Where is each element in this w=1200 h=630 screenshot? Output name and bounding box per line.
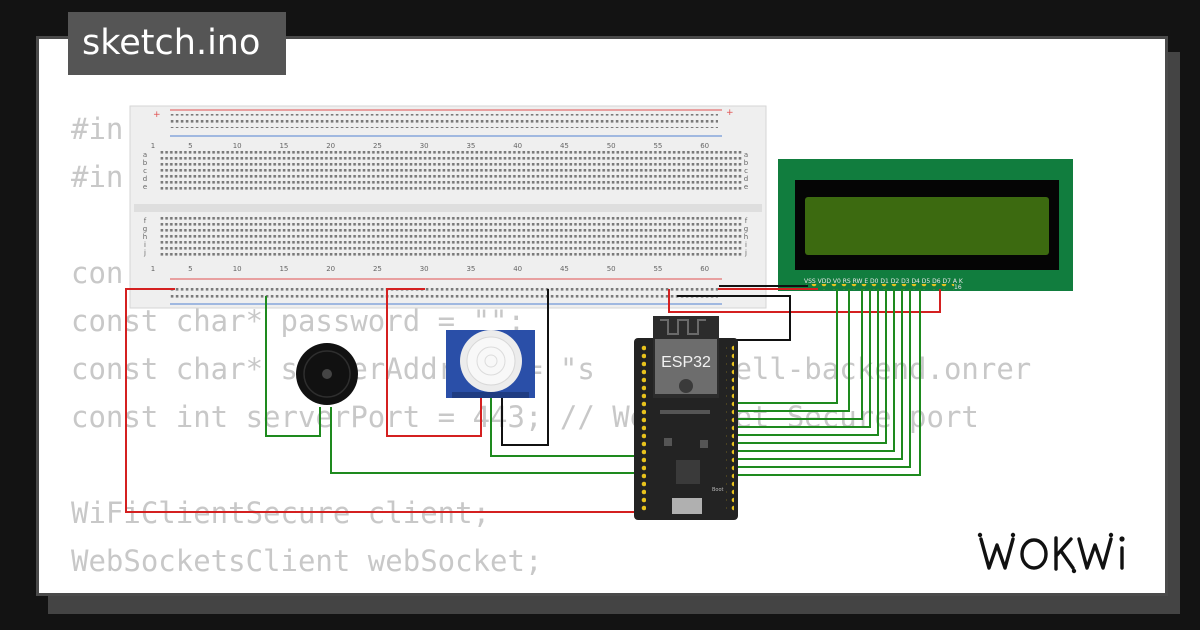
lcd-pin-number: 16	[954, 284, 962, 291]
espressif-logo-icon	[679, 379, 693, 393]
wire-green-lcd-d6	[734, 289, 911, 468]
breadboard-column-number: 25	[373, 142, 382, 150]
wire-green-lcd-e	[734, 289, 850, 412]
wire-green-lcd-d2	[734, 289, 879, 436]
breadboard-column-number: 10	[233, 265, 242, 273]
breadboard-column-number: 60	[700, 142, 709, 150]
breadboard-column-number: 15	[279, 142, 288, 150]
breadboard-row-letter: c	[143, 167, 147, 175]
breadboard-row-letter: a	[143, 151, 147, 159]
svg-text:+: +	[726, 108, 734, 118]
breadboard-row-letter: i	[745, 241, 747, 249]
esp32-label: ESP32	[661, 354, 711, 371]
breadboard-column-number: 10	[233, 142, 242, 150]
wire-black-pir-gnd	[501, 289, 549, 446]
breadboard-row-letter: j	[744, 249, 747, 257]
pir-motion-sensor	[446, 330, 535, 398]
wire-green-lcd-rs	[734, 289, 838, 404]
breadboard-column-number: 50	[607, 142, 616, 150]
lcd-display: VSS VDD V0 RS RW E D0 D1 D2 D3 D4 D5 D6 …	[778, 159, 1073, 291]
breadboard-row-letter: e	[744, 183, 748, 191]
wire-green-lcd-d0	[734, 289, 863, 420]
breadboard-column-number: 35	[466, 265, 475, 273]
buzzer	[296, 343, 358, 405]
breadboard-column-number: 55	[653, 265, 662, 273]
breadboard-row-letter: c	[744, 167, 748, 175]
sketch-title: sketch.ino	[68, 12, 286, 75]
breadboard-row-letter: j	[143, 249, 146, 257]
breadboard-row-letter: d	[744, 175, 748, 183]
wire-green-lcd-d3	[734, 289, 887, 444]
lcd-pin-labels: VSS VDD V0 RS RW E D0 D1 D2 D3 D4 D5 D6 …	[804, 278, 964, 285]
breadboard-column-number: 5	[188, 265, 192, 273]
wire-red-pir	[386, 288, 482, 437]
wire-green-buzzer-gpio	[330, 407, 641, 474]
code-line: WebSocketsClient webSocket;	[71, 544, 543, 578]
breadboard-row-letter: h	[143, 233, 147, 241]
code-line: #in	[71, 112, 124, 146]
wire-red-rail	[125, 288, 641, 513]
wires	[125, 285, 941, 513]
breadboard-column-number: 5	[188, 142, 192, 150]
esp32-boot-label: Boot	[712, 487, 724, 493]
wire-green-lcd-d4	[734, 289, 895, 452]
wire-black-lcd-gnd	[677, 295, 791, 341]
breadboard-column-number: 50	[607, 265, 616, 273]
breadboard-row-letter: a	[744, 151, 748, 159]
breadboard-column-number: 30	[420, 265, 429, 273]
wire-red-lcd-a	[668, 289, 941, 313]
breadboard-column-number: 1	[151, 265, 155, 273]
wire-green-lcd-d1	[734, 289, 871, 428]
breadboard-row-letter: g	[744, 225, 748, 233]
breadboard-column-number: 30	[420, 142, 429, 150]
wire-green-lcd-d5	[734, 289, 903, 460]
code-line: con	[71, 256, 124, 290]
breadboard-column-number: 45	[560, 265, 569, 273]
breadboard-column-number: 20	[326, 265, 335, 273]
svg-text:+: +	[153, 110, 161, 120]
breadboard-column-number: 25	[373, 265, 382, 273]
breadboard-column-number: 35	[466, 142, 475, 150]
breadboard-column-number: 40	[513, 265, 522, 273]
breadboard-row-letter: b	[143, 159, 148, 167]
wire-green-lcd-d7	[734, 289, 921, 476]
breadboard-row-letter: e	[143, 183, 147, 191]
wokwi-logo	[977, 532, 1125, 574]
breadboard-row-letter: f	[745, 217, 748, 225]
breadboard-column-number: 60	[700, 265, 709, 273]
breadboard-column-number: 40	[513, 142, 522, 150]
esp32-board: ESP32 Boot	[634, 316, 738, 520]
breadboard-row-letter: d	[143, 175, 147, 183]
breadboard-row-letter: h	[744, 233, 748, 241]
wire-green-buzzer	[265, 296, 321, 437]
breadboard-row-letter: i	[144, 241, 146, 249]
code-line: #in	[71, 160, 124, 194]
breadboard-row-letter: f	[144, 217, 147, 225]
breadboard-column-number: 55	[653, 142, 662, 150]
wire-green-pir-out	[490, 397, 641, 457]
breadboard-column-number: 15	[279, 265, 288, 273]
breadboard-row-letter: b	[744, 159, 749, 167]
breadboard-row-letter: g	[143, 225, 147, 233]
breadboard-column-number: 1	[151, 142, 155, 150]
breadboard-column-number: 20	[326, 142, 335, 150]
breadboard-column-number: 45	[560, 142, 569, 150]
